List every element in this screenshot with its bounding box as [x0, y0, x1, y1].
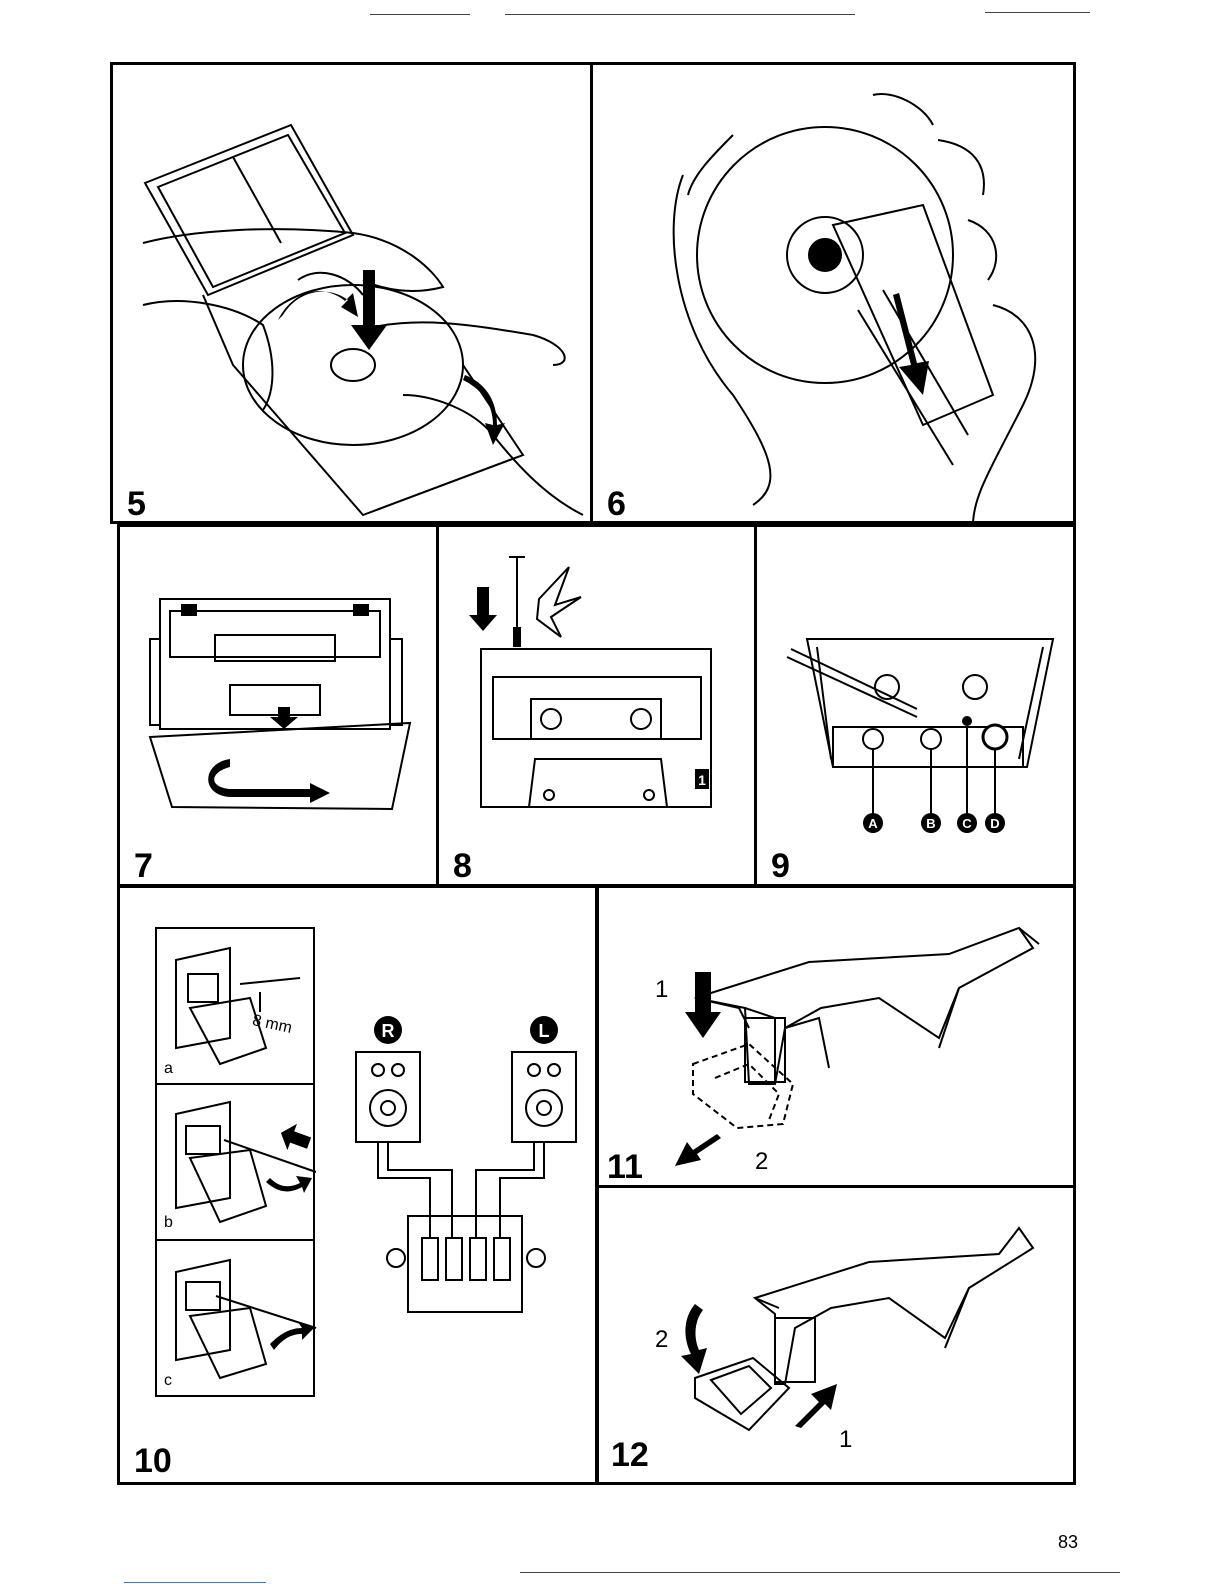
sub-figure-label: a: [164, 1060, 173, 1078]
figure-panel-11: 1 2 11: [596, 885, 1076, 1188]
callout-label: C: [962, 816, 972, 831]
step-number: 1: [655, 976, 668, 1004]
figure-panel-10: R L a b c 8 mm 10: [117, 885, 598, 1485]
panel-number: 6: [607, 487, 626, 521]
sub-figure-label: b: [164, 1214, 173, 1232]
page-number: 83: [1058, 1532, 1078, 1553]
panel-number: 8: [453, 849, 472, 883]
sub-figure-label: c: [164, 1372, 172, 1390]
cd-case-hands-icon: [113, 65, 593, 524]
figure-panel-5: 5: [110, 62, 593, 524]
panel-number: 9: [771, 849, 790, 883]
figure-panel-9: A B C D 9: [754, 524, 1076, 887]
figure-panel-7: 7: [117, 524, 439, 887]
figure-panel-8: 1 8: [436, 524, 757, 887]
speaker-left-label: L: [539, 1021, 550, 1041]
panel-number: 12: [611, 1438, 649, 1472]
step-number: 1: [839, 1426, 852, 1454]
speaker-right-label: R: [382, 1021, 395, 1041]
scan-line: [520, 1572, 1120, 1573]
scan-line: [505, 14, 855, 15]
cd-cleaning-cloth-icon: [593, 65, 1076, 524]
figure-panel-6: 6: [590, 62, 1076, 524]
panel-number: 10: [134, 1444, 172, 1478]
panel-number: 7: [134, 849, 153, 883]
cartridge-insertion-icon: [599, 1188, 1076, 1485]
cassette-insert-arrow-icon: [120, 527, 439, 887]
panel-number: 5: [127, 487, 146, 521]
cassette-badge: 1: [698, 772, 706, 788]
speaker-wiring-icon: R L: [120, 888, 598, 1485]
step-number: 2: [755, 1148, 768, 1176]
scan-line: [985, 12, 1090, 13]
scan-line: [370, 14, 470, 15]
panel-number: 11: [607, 1150, 643, 1184]
scan-line: [124, 1582, 266, 1583]
step-number: 2: [655, 1326, 668, 1354]
callout-label: A: [868, 816, 878, 831]
callout-label: B: [926, 816, 935, 831]
cartridge-removal-icon: [599, 888, 1076, 1188]
figure-panel-12: 2 1 12: [596, 1185, 1076, 1485]
cassette-tab-screwdriver-icon: 1: [439, 527, 757, 887]
tape-head-cleaning-icon: A B C D: [757, 527, 1076, 887]
callout-label: D: [990, 816, 999, 831]
